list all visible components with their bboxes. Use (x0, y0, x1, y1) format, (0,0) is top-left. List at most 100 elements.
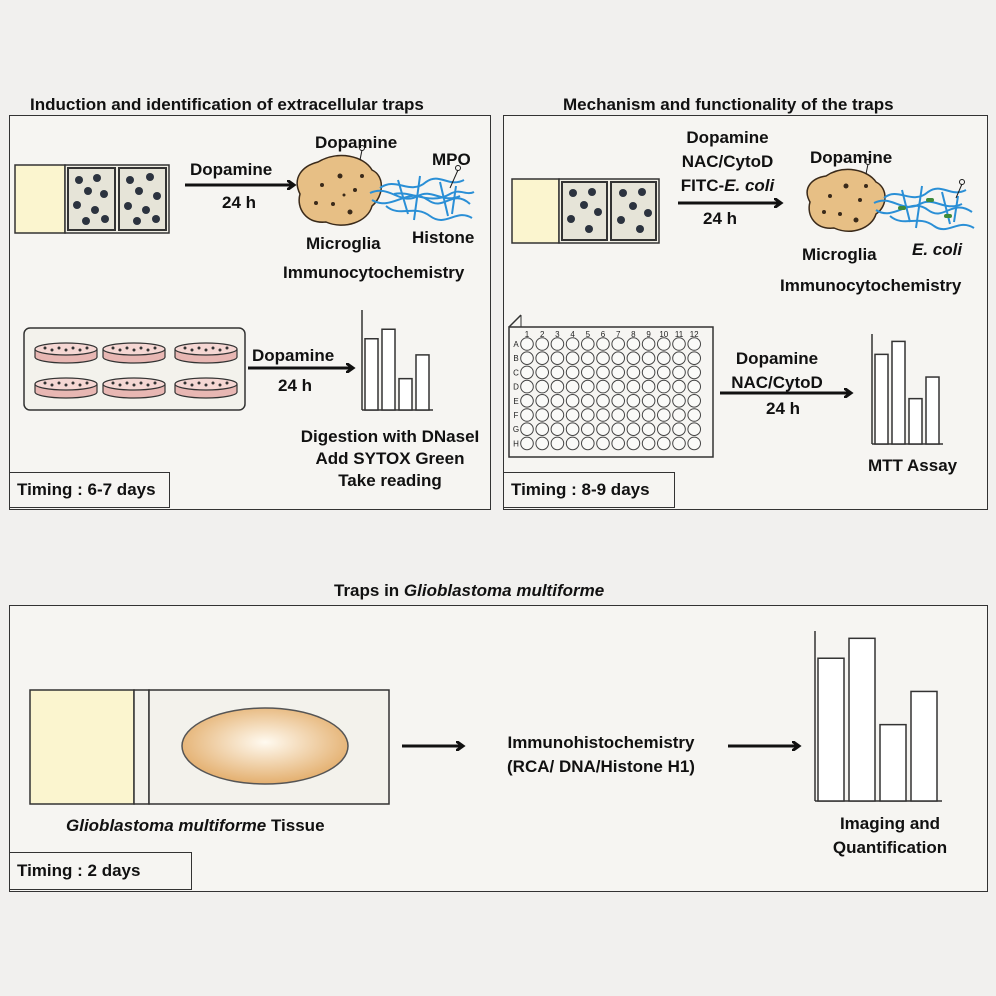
histone-label: Histone (412, 228, 475, 247)
bar (879, 723, 907, 802)
plate-well (535, 408, 550, 422)
immunocytochemistry-label-1: Immunocytochemistry (283, 263, 465, 282)
plate-well (611, 351, 626, 366)
plate-column-label: 12 (690, 330, 699, 339)
plate-well (520, 365, 534, 380)
induction-timing: Timing : 6-7 days (9, 472, 170, 508)
plate-well (657, 351, 671, 366)
plate-well (596, 351, 610, 366)
plate-well (672, 379, 686, 394)
mtt-assay-label: MTT Assay (868, 456, 958, 475)
plate-well (611, 408, 626, 422)
plate-row-label: H (513, 439, 519, 448)
plate-well (535, 422, 550, 437)
plate-well (626, 408, 641, 422)
plate-well (687, 379, 702, 394)
plate-well (687, 394, 702, 408)
bar (874, 353, 889, 445)
plate-well (565, 394, 580, 408)
plate-well (672, 337, 686, 351)
plate-well (626, 365, 641, 380)
plate-well (520, 351, 534, 366)
step1-line-3: FITC-E. coli (680, 176, 775, 195)
microglia-label: Microglia (306, 234, 381, 253)
plate-column-label: 7 (616, 330, 621, 339)
culture-dish (102, 342, 166, 364)
plate-well (581, 365, 595, 380)
plate-well (581, 337, 595, 351)
ihc-method: Immunohistochemistry (RCA/ DNA/Histone H… (470, 731, 732, 779)
plate-well (687, 365, 702, 380)
plate-well (550, 394, 565, 408)
mechanism-timing: Timing : 8-9 days (503, 472, 675, 508)
plate-well (565, 351, 580, 366)
plate-well (520, 379, 534, 394)
plate-well (611, 436, 626, 451)
plate-well (611, 422, 626, 437)
readout-line-1: Digestion with DNaseI (300, 427, 480, 446)
plate-row-label: F (514, 411, 519, 420)
plate-well (581, 394, 595, 408)
plate-well (672, 394, 686, 408)
plate-well (687, 408, 702, 422)
microglia-trap-2 (806, 159, 975, 232)
plate-well (672, 365, 686, 380)
plate-well (657, 408, 671, 422)
microglia-trap-1 (296, 145, 475, 226)
glioblastoma-readout: Imaging and Quantification (805, 812, 975, 860)
plate-column-label: 4 (570, 330, 575, 339)
dish-group (34, 342, 238, 399)
plate-well (641, 422, 656, 437)
tissue-slide (29, 689, 390, 805)
step2-duration: 24 h (278, 376, 313, 395)
plate-row-label: C (513, 368, 519, 377)
induction-title: Induction and identification of extracel… (30, 95, 424, 114)
bar (908, 397, 923, 445)
plate-well (565, 408, 580, 422)
plate-well (581, 379, 595, 394)
ihc-line-2: (RCA/ DNA/Histone H1) (507, 757, 695, 776)
plate-well (657, 379, 671, 394)
cell2-dopamine-label: Dopamine (810, 148, 893, 167)
plate-well (581, 351, 595, 366)
plate-well (535, 337, 550, 351)
step2-reagent: Dopamine (252, 346, 335, 365)
plate-column-label: 8 (631, 330, 636, 339)
plate-well (520, 436, 534, 451)
plate-well (687, 351, 702, 366)
plate-column-label: 1 (525, 330, 530, 339)
plate-well (657, 365, 671, 380)
induction-readout: Digestion with DNaseI Add SYTOX Green Ta… (290, 426, 490, 492)
glio-readout-line-2: Quantification (832, 838, 948, 857)
plate-well (550, 365, 565, 380)
tissue-label: Glioblastoma multiforme Tissue (66, 816, 325, 835)
plate-well (687, 422, 702, 437)
bar (910, 690, 938, 802)
mechanism-step2: Dopamine NAC/CytoD (722, 347, 832, 395)
step1-duration: 24 h (222, 193, 257, 212)
ecoli-label: E. coli (912, 240, 963, 259)
step2-line-2: NAC/CytoD (731, 373, 823, 392)
plate-well (626, 394, 641, 408)
culture-dish (174, 342, 238, 364)
plate-well (550, 379, 565, 394)
bar (925, 376, 940, 445)
plate-well (626, 379, 641, 394)
readout-line-2: Add SYTOX Green (315, 449, 465, 468)
ihc-line-1: Immunohistochemistry (507, 733, 695, 752)
chamber-slide-1 (14, 164, 170, 234)
plate-well (520, 394, 534, 408)
plate-well (535, 394, 550, 408)
plate-well (550, 422, 565, 437)
plate-well (581, 422, 595, 437)
plate-well (641, 351, 656, 366)
plate-well (626, 436, 641, 451)
plate-column-label: 6 (601, 330, 606, 339)
plate-well (596, 337, 610, 351)
plate-well (626, 351, 641, 366)
bar (381, 328, 396, 411)
mechanism-step1-duration: 24 h (703, 209, 738, 228)
plate-well (565, 422, 580, 437)
plate-well (550, 337, 565, 351)
plate-well (535, 365, 550, 380)
